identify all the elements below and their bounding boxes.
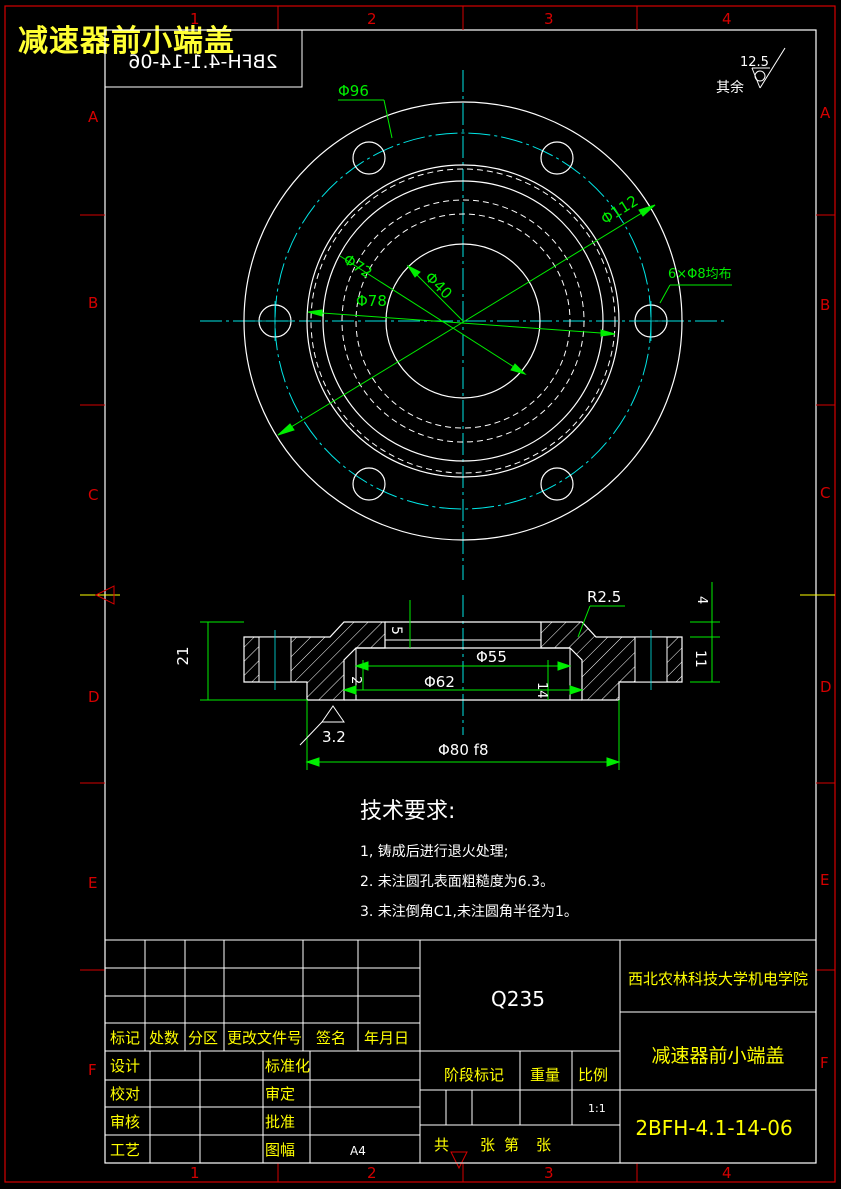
zone-row-left-d: D — [88, 688, 100, 706]
zone-row-left-f: F — [88, 1061, 97, 1079]
dim-d55: Φ55 — [476, 648, 507, 666]
zone-col-top-2: 2 — [367, 10, 377, 28]
zone-col-bottom-2: 2 — [367, 1164, 377, 1182]
zone-row-right-a: A — [820, 104, 831, 122]
tech-requirements: 技术要求: 1, 铸成后进行退火处理; 2. 未注圆孔表面粗糙度为6.3。 3.… — [360, 799, 578, 920]
rev-header-zone: 分区 — [188, 1029, 218, 1047]
dim-d96: Φ96 — [338, 82, 369, 100]
stage-label: 阶段标记 — [444, 1066, 504, 1084]
zone-labels: 1 2 3 4 1 2 3 4 A B C D E F A B C D E F — [88, 10, 832, 1182]
roughness-note: 其余 — [716, 79, 744, 96]
dim-d62: Φ62 — [424, 673, 455, 691]
zone-col-bottom-3: 3 — [544, 1164, 554, 1182]
zone-row-left-a: A — [88, 108, 99, 126]
dim-d112: Φ112 — [598, 192, 642, 229]
rev-header-sign: 签名 — [316, 1029, 346, 1047]
dim-d72: Φ72 — [340, 250, 376, 282]
tech-heading: 技术要求: — [360, 799, 455, 824]
role-approve: 批准 — [265, 1113, 295, 1131]
dim-d80: Φ80 f8 — [438, 741, 489, 759]
roughness-symbol: 12.5 其余 — [716, 47, 786, 96]
scale-label: 比例 — [578, 1066, 608, 1084]
rev-header-file: 更改文件号 — [227, 1029, 302, 1047]
weight-label: 重量 — [530, 1066, 560, 1084]
dim-14: 14 — [534, 682, 549, 699]
zone-col-bottom-1: 1 — [190, 1164, 200, 1182]
title-block — [104, 939, 817, 1164]
role-check: 校对 — [110, 1085, 140, 1103]
zone-row-left-e: E — [88, 874, 97, 892]
dim-2: 2 — [348, 676, 363, 684]
drawing-number: 2BFH-4.1-14-06 — [635, 1116, 792, 1140]
role-process: 工艺 — [110, 1141, 140, 1159]
scale-value: 1:1 — [588, 1102, 606, 1115]
paper-size: A4 — [350, 1144, 366, 1158]
zone-ticks — [80, 6, 835, 1182]
zone-row-right-e: E — [820, 871, 829, 889]
dim-r25: R2.5 — [587, 588, 621, 606]
zone-row-left-b: B — [88, 294, 98, 312]
tech-item-1: 1, 铸成后进行退火处理; — [360, 844, 509, 860]
title-block-text: Q235 西北农林科技大学机电学院 减速器前小端盖 2BFH-4.1-14-06… — [110, 970, 808, 1159]
zone-col-top-4: 4 — [722, 10, 732, 28]
zone-col-bottom-4: 4 — [722, 1164, 732, 1182]
material: Q235 — [491, 987, 545, 1011]
zone-row-right-c: C — [820, 484, 830, 502]
role-review: 审核 — [110, 1113, 140, 1131]
roughness-value: 12.5 — [740, 55, 769, 70]
mirrored-code-box — [104, 29, 303, 88]
sheets-unit-1: 张 — [480, 1136, 495, 1154]
dim-4: 4 — [694, 596, 709, 604]
zone-col-top-3: 3 — [544, 10, 554, 28]
dim-rough-32: 3.2 — [322, 728, 346, 746]
sheets-total: 共 — [434, 1136, 449, 1154]
zone-col-top-1: 1 — [190, 10, 200, 28]
zone-row-right-b: B — [820, 296, 830, 314]
role-standard: 标准化 — [265, 1057, 310, 1075]
centering-marks — [80, 585, 835, 1170]
role-format: 图幅 — [265, 1141, 295, 1159]
dim-holes: 6×Φ8均布 — [668, 267, 732, 282]
dim-d40: Φ40 — [421, 268, 456, 303]
zone-row-right-f: F — [820, 1054, 829, 1072]
dim-21: 21 — [174, 646, 192, 665]
school-name: 西北农林科技大学机电学院 — [628, 970, 808, 988]
role-approve-check: 审定 — [265, 1085, 295, 1103]
outer-border — [4, 5, 836, 1183]
part-name: 减速器前小端盖 — [651, 1045, 784, 1067]
role-design: 设计 — [110, 1057, 140, 1075]
plan-view: Φ96 Φ112 Φ72 Φ40 Φ78 6×Φ8均布 — [200, 70, 732, 580]
dim-11: 11 — [692, 650, 708, 668]
rev-header-mark: 标记 — [110, 1029, 140, 1047]
section-view: R2.5 4 5 21 11 Φ55 2 Φ62 14 3.2 Φ80 f8 — [174, 582, 720, 770]
zone-row-left-c: C — [88, 486, 98, 504]
dim-d78: Φ78 — [356, 292, 387, 310]
rev-header-date: 年月日 — [364, 1029, 409, 1047]
tech-item-2: 2. 未注圆孔表面粗糙度为6.3。 — [360, 874, 554, 890]
dim-5: 5 — [388, 626, 404, 635]
mirrored-code: 2BFH-4.1-14-06 — [128, 51, 277, 73]
rev-header-count: 处数 — [149, 1029, 179, 1047]
tech-item-3: 3. 未注倒角C1,未注圆角半径为1。 — [360, 904, 578, 920]
sheets-number: 第 — [504, 1136, 519, 1154]
sheets-unit-2: 张 — [536, 1136, 551, 1154]
zone-row-right-d: D — [820, 678, 832, 696]
